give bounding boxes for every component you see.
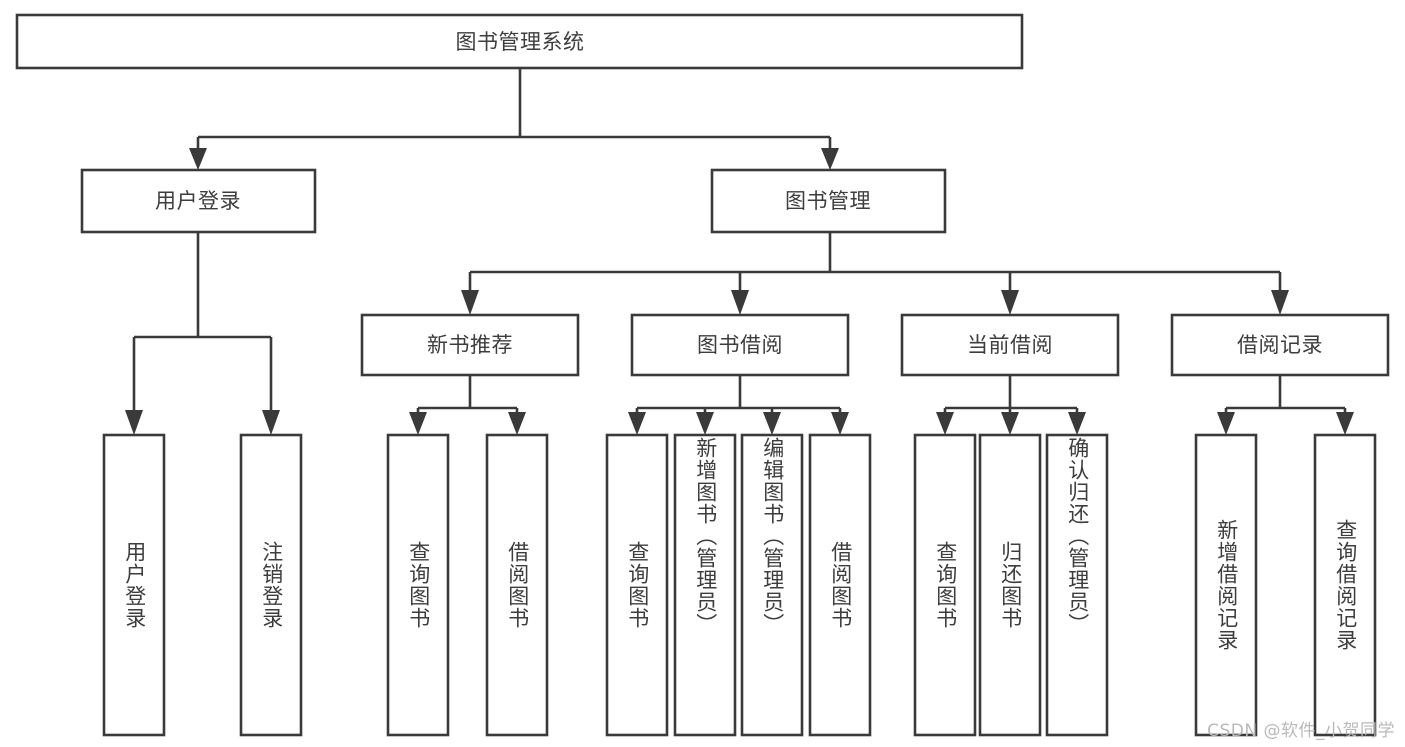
- leaf-box-borrow-book-rec[interactable]: [485, 433, 549, 737]
- leaf-box-query-book-rec[interactable]: [386, 433, 450, 737]
- arrowhead-icon: [1336, 412, 1354, 435]
- leaf-box-user-login[interactable]: [102, 433, 166, 737]
- node-borrow-record[interactable]: [1170, 313, 1390, 377]
- node-borrow-record-label: 借阅记录: [1237, 333, 1323, 357]
- node-book-management[interactable]: [710, 168, 947, 234]
- leaf-box-borrow-book[interactable]: [808, 433, 872, 737]
- leaf-box-add-borrow-record[interactable]: [1194, 433, 1258, 737]
- leaf-box-return-book[interactable]: [978, 433, 1042, 737]
- leaf-box-query-borrow-record[interactable]: [1313, 433, 1377, 737]
- leaf-box-add-book-admin[interactable]: [673, 433, 737, 737]
- connector-group-borrow-record: [1217, 375, 1354, 435]
- node-book-management-label: 图书管理: [785, 189, 871, 213]
- arrowhead-icon: [262, 410, 280, 435]
- arrowhead-icon: [628, 412, 646, 435]
- node-book-borrow[interactable]: [630, 313, 850, 377]
- arrowhead-icon: [821, 148, 839, 170]
- node-new-book-recommend[interactable]: [360, 313, 580, 377]
- arrowhead-icon: [831, 412, 849, 435]
- node-new-book-recommend-label: 新书推荐: [427, 333, 513, 357]
- node-book-borrow-label: 图书借阅: [697, 333, 783, 357]
- arrowhead-icon: [461, 290, 479, 315]
- connector-group-user-login: [125, 232, 280, 435]
- leaf-box-logout-login[interactable]: [239, 433, 303, 737]
- connector-group-book-management: [461, 232, 1289, 315]
- node-root[interactable]: [15, 13, 1024, 70]
- node-current-borrow-label: 当前借阅: [967, 333, 1053, 357]
- leaf-box-edit-book-admin[interactable]: [740, 433, 804, 737]
- leaf-box-query-book-borrow[interactable]: [605, 433, 669, 737]
- arrowhead-icon: [508, 412, 526, 435]
- arrowhead-icon: [1001, 290, 1019, 315]
- arrowhead-icon: [731, 290, 749, 315]
- node-root-label: 图书管理系统: [456, 30, 585, 54]
- node-user-login[interactable]: [80, 168, 317, 234]
- connector-group-root: [189, 68, 839, 170]
- arrowhead-icon: [1271, 290, 1289, 315]
- leaf-box-query-book-current[interactable]: [913, 433, 977, 737]
- arrowhead-icon: [1068, 412, 1086, 435]
- arrowhead-icon: [1001, 412, 1019, 435]
- arrowhead-icon: [409, 412, 427, 435]
- node-user-login-label: 用户登录: [155, 189, 241, 213]
- csdn-watermark: CSDN @软件_小贺同学: [1207, 721, 1395, 741]
- connector-group-current-borrow: [936, 375, 1086, 435]
- arrowhead-icon: [1217, 412, 1235, 435]
- leaf-box-confirm-return-admin[interactable]: [1045, 433, 1109, 737]
- node-current-borrow[interactable]: [900, 313, 1120, 377]
- arrowhead-icon: [763, 412, 781, 435]
- arrowhead-icon: [189, 148, 207, 170]
- arrowhead-icon: [696, 412, 714, 435]
- arrowhead-icon: [936, 412, 954, 435]
- connector-group-new-book: [409, 375, 526, 435]
- arrowhead-icon: [125, 410, 143, 435]
- connector-group-book-borrow: [628, 375, 849, 435]
